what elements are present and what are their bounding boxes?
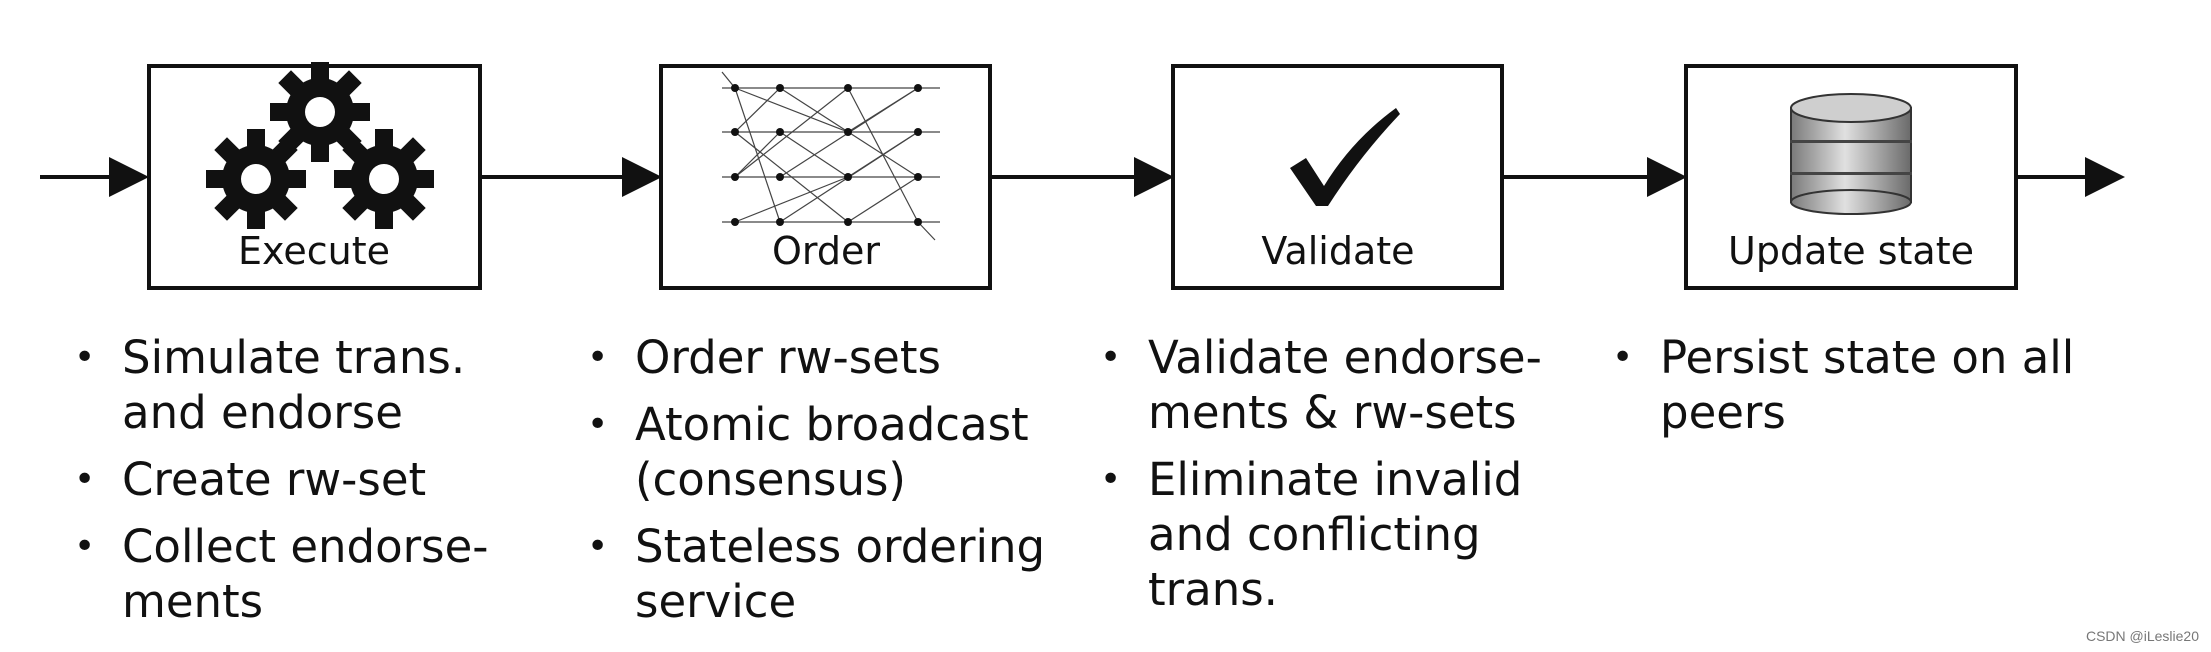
bullet-item: Collect endorse- ments [74,519,489,629]
checkmark-icon [1290,108,1400,206]
execute-bullets: Simulate trans. and endorse Create rw-se… [74,330,489,641]
update-state-bullets: Persist state on all peers [1612,330,2074,452]
bullet-item: Persist state on all peers [1612,330,2074,440]
bullet-item: Validate endorse- ments & rw-sets [1100,330,1542,440]
network-lattice-nodes [731,84,922,226]
bullet-item: Eliminate invalid and conflicting trans. [1100,452,1542,617]
order-bullets: Order rw-sets Atomic broadcast (consensu… [587,330,1045,641]
stage-label-update-state: Update state [1728,229,1974,273]
stage-update-state: Update state [1684,64,2018,290]
stage-label-validate: Validate [1261,229,1414,273]
bullet-item: Order rw-sets [587,330,1045,385]
stage-label-order: Order [772,229,880,273]
bullet-item: Simulate trans. and endorse [74,330,489,440]
stage-validate: Validate [1171,64,1504,290]
stage-execute: Execute [147,62,482,290]
bullet-item: Create rw-set [74,452,489,507]
watermark: CSDN @iLeslie20 [2085,628,2199,644]
bullet-item: Atomic broadcast (consensus) [587,397,1045,507]
stage-order: Order [659,64,992,290]
bullet-item: Stateless ordering service [587,519,1045,629]
validate-bullets: Validate endorse- ments & rw-sets Elimin… [1100,330,1542,629]
database-icon [1790,93,1912,215]
stage-label-execute: Execute [238,229,390,273]
